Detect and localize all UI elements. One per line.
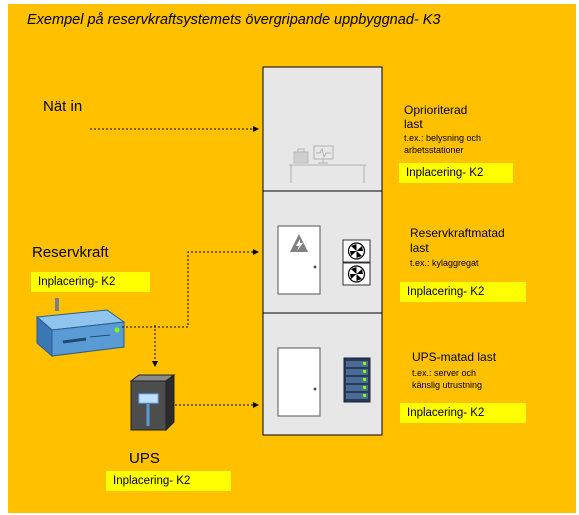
server-rack-icon bbox=[343, 357, 371, 403]
floor-middle-title-1: Reservkraftmatad bbox=[410, 226, 505, 240]
floor-top-desc-2: arbetsstationer bbox=[404, 145, 464, 155]
ups-tag: Inplacering- K2 bbox=[106, 471, 231, 491]
generator-to-middle-floor-arrow bbox=[122, 249, 259, 328]
reservkraft-tag: Inplacering- K2 bbox=[31, 272, 150, 292]
floor-middle-title-2: last bbox=[410, 241, 429, 255]
floor-top-title-2: last bbox=[404, 117, 423, 131]
floor-middle-desc-1: t.ex.: kylaggregat bbox=[410, 258, 479, 268]
connector-lines bbox=[90, 126, 259, 408]
workstation-desk-icon bbox=[289, 145, 366, 183]
cooling-fan-icon bbox=[342, 239, 371, 286]
high-voltage-door-icon bbox=[277, 225, 321, 295]
door-icon bbox=[277, 347, 321, 417]
floor-bottom-desc-2: känslig utrustning bbox=[412, 380, 483, 390]
building-floor-top bbox=[262, 66, 383, 192]
floor-bottom-desc-1: t.ex.: server och bbox=[412, 368, 477, 378]
floor-middle-tag: Inplacering- K2 bbox=[400, 282, 526, 302]
grid-in-label: Nät in bbox=[43, 98, 83, 115]
floor-top-title-1: Oprioriterad bbox=[404, 103, 468, 117]
ups-label: UPS bbox=[129, 450, 160, 467]
ups-unit-icon bbox=[129, 374, 176, 432]
floor-bottom-title-1: UPS-matad last bbox=[412, 350, 497, 364]
generator-icon bbox=[35, 298, 126, 358]
reservkraft-label: Reservkraft bbox=[32, 244, 109, 261]
floor-top-desc-1: t.ex.: belysning och bbox=[404, 133, 482, 143]
floor-top-tag: Inplacering- K2 bbox=[399, 163, 513, 183]
diagram-title: Exempel på reservkraftsystemets övergrip… bbox=[27, 12, 441, 28]
floor-bottom-tag: Inplacering- K2 bbox=[400, 403, 526, 423]
